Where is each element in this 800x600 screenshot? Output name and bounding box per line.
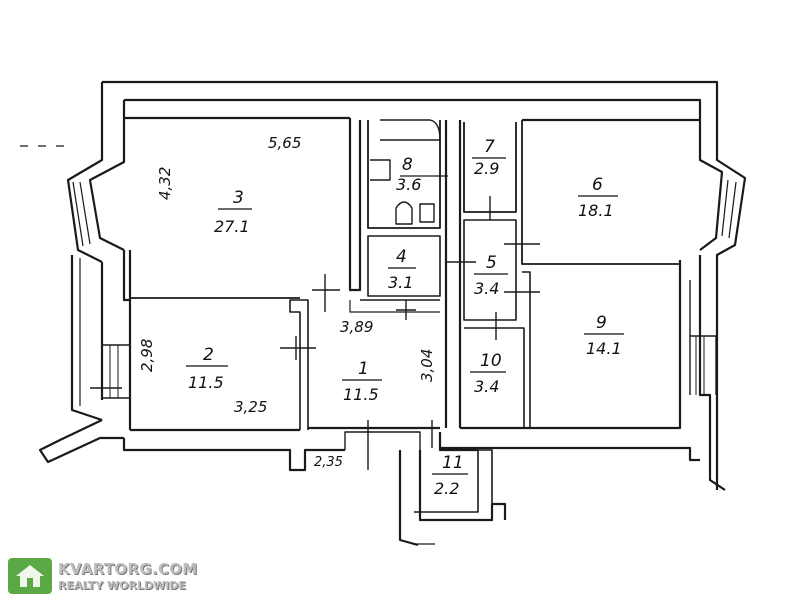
room3-depth-dimension: 4,32: [156, 167, 174, 200]
room-11-number: 11: [442, 453, 464, 473]
room-10-area: 3.4: [474, 377, 499, 396]
hall-width-dimension: 2,35: [314, 455, 343, 470]
room-10-number: 10: [480, 351, 502, 371]
room-1-area: 11.5: [343, 385, 379, 404]
house-logo-icon: [8, 558, 52, 594]
room-5-number: 5: [486, 253, 497, 273]
outer-wall-outer: [102, 80, 747, 490]
room-9-area: 14.1: [586, 339, 622, 358]
room-2-area: 11.5: [188, 373, 224, 392]
watermark-tagline: REALTY WORLDWIDE: [58, 578, 186, 592]
room-4-area: 3.1: [388, 273, 413, 292]
room-1-number: 1: [358, 359, 369, 379]
room-9-number: 9: [596, 313, 607, 333]
watermark-site: KVARTORG.COM: [58, 559, 198, 578]
room-6-area: 18.1: [578, 201, 614, 220]
room-8-number: 8: [402, 155, 413, 175]
left-bay-window: [66, 82, 104, 263]
watermark: KVARTORG.COM REALTY WORLDWIDE: [8, 556, 208, 596]
room1-width-dimension: 3,89: [340, 318, 373, 336]
room-5-area: 3.4: [474, 279, 499, 298]
walls: [20, 80, 747, 547]
room-2-number: 2: [203, 345, 214, 365]
room-3-area: 27.1: [214, 217, 250, 236]
right-bay-window: [698, 120, 724, 251]
room-7-number: 7: [484, 137, 495, 157]
room-3-number: 3: [233, 188, 244, 208]
room2-width-dimension: 3,25: [234, 398, 267, 416]
room-11-area: 2.2: [434, 479, 459, 498]
room-labels: 3 27.1 2 11.5 1 11.5 4 3.1 5 3.4 6 18.1 …: [186, 137, 624, 498]
dimension-labels: 5,65 4,32 3,25 2,98 3,89 3,04 2,35: [138, 134, 436, 470]
room-4-number: 4: [396, 247, 407, 267]
room-6-number: 6: [592, 175, 603, 195]
room-8-area: 3.6: [396, 175, 421, 194]
room-7-area: 2.9: [474, 159, 499, 178]
room2-depth-dimension: 2,98: [138, 339, 156, 372]
room1-depth-dimension: 3,04: [418, 349, 436, 382]
room3-width-dimension: 5,65: [268, 134, 301, 152]
